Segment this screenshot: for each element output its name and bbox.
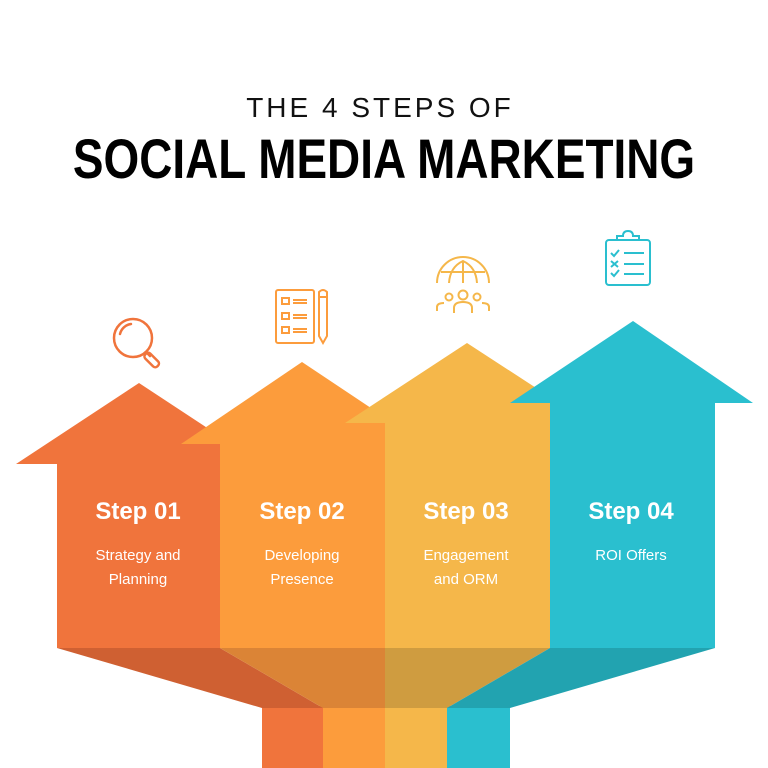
step-desc-line-1: Engagement <box>423 547 509 564</box>
step-desc-line-2: and ORM <box>434 571 498 588</box>
magnifier-icon <box>112 317 161 369</box>
clipboard-checklist-icon <box>605 229 651 286</box>
arrow-step-2 <box>181 362 425 648</box>
arrow-step-3 <box>345 343 590 648</box>
title-line-2: SOCIAL MEDIA MARKETING <box>73 128 695 190</box>
checklist-pencil-icon <box>275 289 328 346</box>
funnel-shade-4 <box>447 648 715 708</box>
stem-4 <box>447 706 510 768</box>
step-desc-line-1: ROI Offers <box>595 547 666 564</box>
step-desc-line-1: Developing <box>264 547 339 564</box>
step-4: Step 04 ROI Offers <box>588 498 674 564</box>
step-desc-line-2: Presence <box>270 571 333 588</box>
stem-3 <box>385 706 448 768</box>
funnel-shade-2 <box>220 648 385 708</box>
funnel-shade-3 <box>385 648 550 708</box>
step-3: Step 03 Engagement and ORM <box>423 498 509 588</box>
step-desc-line-1: Strategy and <box>95 547 180 564</box>
stem-1 <box>262 706 324 768</box>
step-1: Step 01 Strategy and Planning <box>95 498 180 588</box>
title-line-1: THE 4 STEPS OF <box>246 92 514 123</box>
step-label: Step 03 <box>423 498 508 525</box>
step-2: Step 02 Developing Presence <box>259 498 344 588</box>
arrow-step-4 <box>510 321 753 648</box>
stem-2 <box>323 706 386 768</box>
step-desc-line-2: Planning <box>109 571 167 588</box>
globe-people-icon <box>436 256 490 313</box>
step-label: Step 02 <box>259 498 344 525</box>
step-label: Step 01 <box>95 498 180 525</box>
funnel-shade-1 <box>57 648 323 708</box>
arrow-step-1 <box>16 383 262 648</box>
funnel <box>57 648 715 768</box>
step-label: Step 04 <box>588 498 674 525</box>
